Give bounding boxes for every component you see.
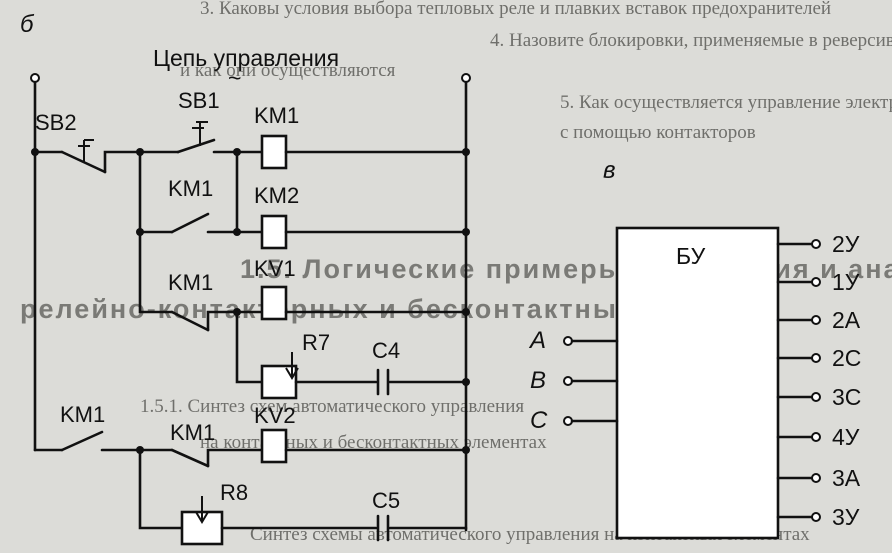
junction-right-row3	[462, 308, 470, 316]
output-7-terminal	[811, 473, 821, 483]
junction-right-row1	[462, 148, 470, 156]
output-1: 2У	[776, 231, 860, 257]
km1-contact-c-label: KM1	[60, 402, 105, 427]
ac-tilde: ~	[228, 65, 241, 91]
diagram-v-letter: в	[603, 157, 616, 184]
km1-contact-c	[60, 430, 104, 452]
diagram-b-letter: б	[20, 11, 35, 38]
kv2-coil	[260, 428, 288, 464]
output-8: 3У	[776, 504, 860, 530]
output-2: 1У	[776, 269, 860, 295]
bg-heading-2: релейно-контакторных и бесконтактных схе…	[20, 294, 716, 324]
km1-contact-a	[170, 212, 210, 234]
km1-contact-b	[170, 310, 210, 332]
c5-capacitor	[376, 514, 390, 542]
junction-right-row5	[462, 446, 470, 454]
km2-coil-label: KM2	[254, 183, 299, 208]
output-8-terminal	[811, 512, 821, 522]
row1-wire-b	[103, 150, 142, 174]
row5-wire-c	[206, 448, 264, 468]
bg-line-6: 1.5.1. Синтез схем автоматического управ…	[140, 396, 524, 417]
control-circuit-title: Цепь управления	[153, 45, 339, 71]
diagram-v: в БУ A B C 2У 1У	[528, 157, 861, 540]
output-6-label: 4У	[832, 424, 860, 450]
km1-coil	[260, 134, 288, 170]
output-5-label: 3С	[832, 384, 861, 410]
output-8-label: 3У	[832, 504, 860, 530]
output-7: 3А	[776, 465, 861, 491]
output-3-label: 2А	[832, 307, 861, 333]
sb1-contact	[176, 138, 216, 154]
c4-capacitor	[376, 368, 390, 396]
output-4-label: 2С	[832, 345, 861, 371]
junction-right-row2	[462, 228, 470, 236]
output-4-terminal	[811, 353, 821, 363]
output-3-terminal	[811, 315, 821, 325]
km1-contact-a-label: KM1	[168, 176, 213, 201]
input-c-label: C	[530, 407, 548, 434]
output-6: 4У	[776, 424, 860, 450]
junction-row2-b	[233, 228, 241, 236]
output-6-terminal	[811, 432, 821, 442]
junction-right-row4	[462, 378, 470, 386]
kv1-coil	[260, 285, 288, 321]
input-a: A	[528, 327, 619, 354]
input-b-label: B	[530, 367, 546, 394]
output-4: 2С	[776, 345, 861, 371]
diagram-b: б Цепь управления ~ SB2 SB1 KM1	[20, 11, 471, 546]
output-2-label: 1У	[832, 269, 860, 295]
bg-line-5: с помощью контакторов	[560, 122, 756, 143]
sb1-push-actuator	[192, 121, 208, 146]
output-5-terminal	[811, 392, 821, 402]
input-c: C	[530, 407, 619, 434]
output-7-label: 3А	[832, 465, 861, 491]
bg-line-1: 3. Каковы условия выбора тепловых реле и…	[200, 0, 831, 19]
km1-contact-d-label: KM1	[170, 420, 215, 445]
kv2-coil-label: KV2	[254, 403, 296, 428]
r7-resistor	[260, 364, 298, 400]
sb2-label: SB2	[35, 110, 77, 135]
kv1-coil-label: KV1	[254, 256, 296, 281]
row4-wire-a	[235, 310, 264, 384]
r8-label: R8	[220, 480, 248, 505]
control-unit-label: БУ	[676, 243, 706, 269]
c4-label: C4	[372, 338, 400, 363]
r7-wiper-arrow	[285, 352, 299, 380]
input-a-label: A	[528, 327, 546, 354]
junction-left-row1	[31, 148, 39, 156]
bg-line-3: и как они осуществляются	[180, 60, 396, 81]
row3-wire-b	[206, 310, 264, 332]
output-1-terminal	[811, 239, 821, 249]
bg-line-4: 5. Как осуществляется управление электро…	[560, 92, 892, 113]
bg-heading-1: 1.5. Логические примеры построения и ана…	[240, 254, 892, 284]
r8-wiper-arrow	[195, 496, 209, 524]
km1-contact-d	[170, 448, 210, 468]
row3-wire-a	[138, 230, 174, 314]
bg-line-2: 4. Назовите блокировки, применяемые в ре…	[490, 30, 892, 51]
output-3: 2А	[776, 307, 861, 333]
km1-contact-b-label: KM1	[168, 270, 213, 295]
output-2-terminal	[811, 277, 821, 287]
r7-label: R7	[302, 330, 330, 355]
output-5: 3С	[776, 384, 861, 410]
sb2-push-actuator	[78, 139, 94, 162]
c5-label: C5	[372, 488, 400, 513]
km2-coil	[260, 214, 288, 250]
sb1-label: SB1	[178, 88, 220, 113]
control-unit-block	[615, 226, 780, 540]
output-1-label: 2У	[832, 231, 860, 257]
row6-wire-a	[138, 448, 184, 530]
km1-coil-label: KM1	[254, 103, 299, 128]
input-b: B	[530, 367, 619, 394]
